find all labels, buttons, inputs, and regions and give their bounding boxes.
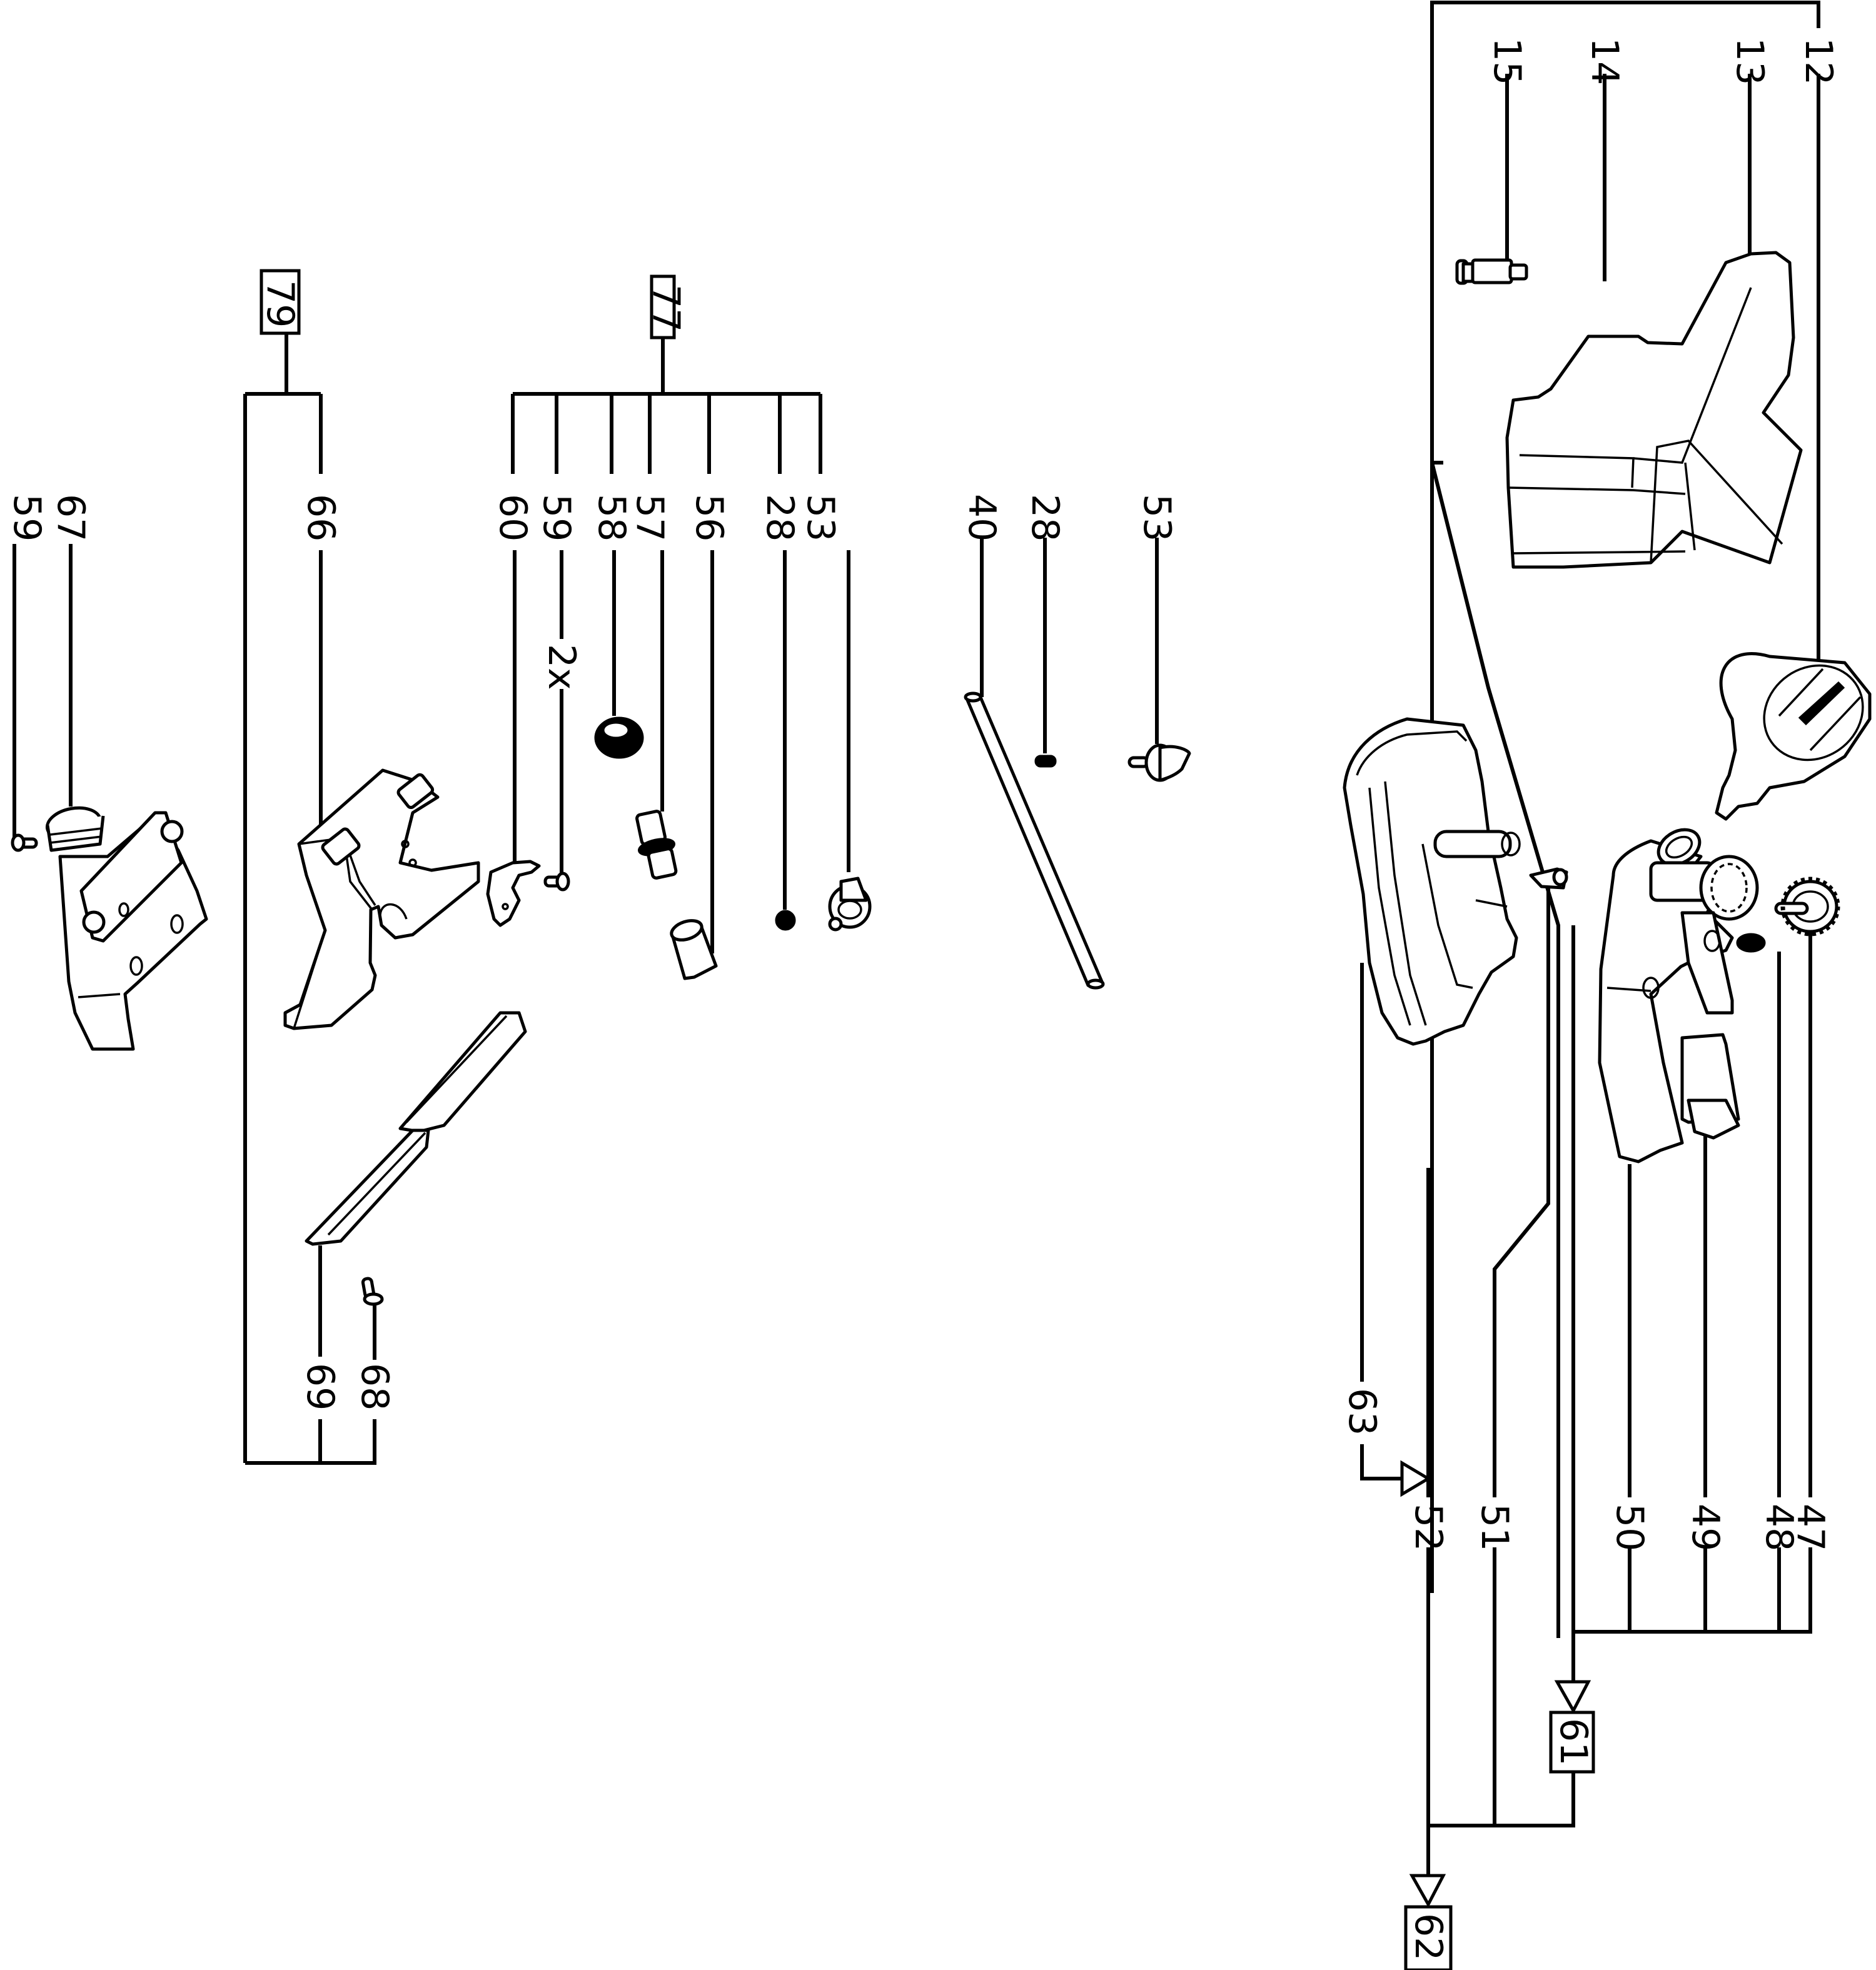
part-53-wing-knob-icon — [1127, 743, 1191, 782]
arrow-62-icon — [1409, 1874, 1446, 1908]
parts-standalone-middle: 53 28 40 — [960, 494, 1191, 990]
callout-49: 49 — [1683, 1504, 1727, 1551]
part-57-threaded-bushing-icon — [635, 810, 678, 880]
callout-53: 53 — [799, 494, 842, 541]
part-67-extraction-adapter-icon — [45, 806, 208, 1051]
part-52-frame-clamp-icon — [1343, 717, 1521, 1046]
callout-67: 67 — [49, 494, 93, 541]
part-59-screw-icon — [543, 872, 570, 892]
callout-79: 79 — [258, 280, 302, 328]
part-58-knurled-nut-icon — [594, 716, 644, 759]
part-66-guide-bracket-icon — [283, 768, 480, 1030]
box-62 — [1404, 1905, 1453, 1970]
callout-51: 51 — [1473, 1504, 1516, 1551]
callout-58: 58 — [590, 494, 633, 541]
callout-63: 63 — [1340, 1388, 1384, 1435]
callout-61: 61 — [1551, 1718, 1595, 1766]
part-28-grub-screw-icon — [775, 910, 796, 931]
part-59-screw-left-icon — [11, 833, 38, 852]
callout-77: 77 — [644, 284, 688, 332]
quantity-59: 2x — [540, 644, 583, 690]
leader-51 — [1493, 887, 1550, 1497]
callout-40: 40 — [960, 494, 1004, 541]
callout-28-standalone: 28 — [1023, 494, 1067, 541]
leader-63-bottom — [1360, 1444, 1402, 1480]
callouts-bottom-right: 47 48 49 50 51 52 63 61 62 — [1340, 1388, 1832, 1961]
part-69-guide-rail-icon — [305, 1011, 527, 1246]
callout-59-left: 59 — [5, 494, 49, 541]
part-56-sleeve-icon — [670, 919, 718, 980]
callout-60: 60 — [491, 494, 535, 541]
arrow-61-icon — [1554, 1680, 1591, 1714]
callout-68: 68 — [353, 1363, 396, 1410]
part-51-small-pin-icon — [1529, 867, 1568, 890]
callout-53-standalone: 53 — [1135, 494, 1179, 541]
callout-66: 66 — [299, 494, 343, 541]
brand-logo-icon — [1798, 681, 1845, 726]
callout-14: 14 — [1583, 38, 1626, 85]
part-50-bracket-arm-icon — [1598, 828, 1759, 1163]
callout-48: 48 — [1757, 1504, 1801, 1551]
part-68-screw-icon — [361, 1277, 384, 1306]
part-53-knob-icon — [828, 877, 872, 932]
part-49-plate-icon — [1680, 1033, 1740, 1140]
callout-69: 69 — [298, 1363, 342, 1410]
part-60-angle-bracket-icon — [486, 860, 541, 927]
callout-50: 50 — [1608, 1504, 1652, 1551]
part-48-spring-icon — [1736, 933, 1766, 953]
leader-12-group — [1430, 1, 1820, 1638]
callout-52: 52 — [1406, 1504, 1450, 1551]
part-14-housing-cover-icon — [1505, 251, 1803, 569]
callout-57: 57 — [628, 494, 672, 541]
callout-12: 12 — [1797, 38, 1840, 85]
callout-59: 59 — [535, 494, 578, 541]
callout-13: 13 — [1728, 38, 1772, 85]
group-12-bracket — [1430, 1, 1820, 1638]
box-79 — [260, 269, 301, 335]
callout-15: 15 — [1485, 38, 1529, 85]
part-15-pin-icon — [1455, 258, 1528, 285]
callout-47: 47 — [1788, 1504, 1832, 1551]
parts-left: 67 59 — [5, 494, 208, 1051]
part-47-knurled-screw-icon — [1774, 877, 1840, 937]
arrow-63-icon — [1400, 1460, 1431, 1497]
part-28-grub-screw-icon — [1034, 755, 1057, 768]
group-77: 77 53 28 56 57 58 59 60 2x — [486, 274, 872, 980]
callouts-top-right: 12 13 14 15 — [1485, 38, 1840, 85]
leaders-47-52 — [1360, 887, 1812, 1970]
part-40-rod-icon — [964, 691, 1105, 990]
group-79: 79 66 69 — [243, 269, 527, 1465]
callout-56: 56 — [687, 494, 731, 541]
part-12-knob-icon — [1715, 652, 1872, 821]
callout-28: 28 — [758, 494, 802, 541]
callout-62: 62 — [1406, 1913, 1450, 1961]
